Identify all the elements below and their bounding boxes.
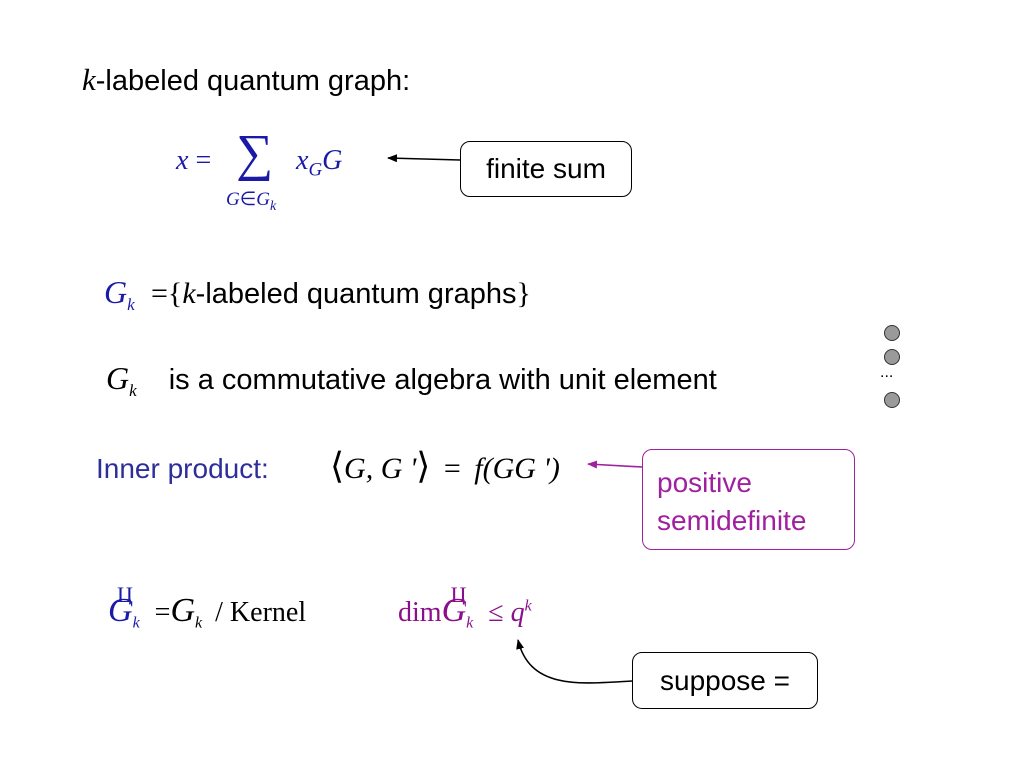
dot-3	[884, 392, 900, 408]
sum-lhs: x	[176, 145, 189, 176]
inner-product-label: Inner product:	[96, 453, 269, 484]
ip-args: G, G '	[344, 452, 417, 485]
suppose-label: suppose =	[660, 665, 790, 696]
gk-alg-sub: k	[129, 380, 137, 400]
ip-rangle: ⟩	[416, 446, 431, 486]
psd-arrow	[587, 460, 643, 469]
sum-coef: x	[296, 145, 309, 176]
gk-def-set: G	[104, 274, 128, 310]
quotient-set2: G	[170, 592, 196, 629]
sum-sub-k: k	[270, 198, 277, 214]
quotient-set-wrap: G Ц	[108, 582, 133, 630]
quotient-formula: G Ц k =Gk / Kernel	[108, 582, 307, 633]
ellipsis: ...	[880, 364, 894, 381]
dim-text: dim	[398, 597, 442, 628]
gk-def-sub: k	[127, 295, 135, 314]
sum-sub-in: ∈	[239, 189, 257, 210]
gk-def-text: -labeled quantum graphs	[195, 278, 517, 310]
sum-coef-sub: G	[308, 159, 323, 181]
quotient-hat: Ц	[117, 582, 133, 607]
heading-text: -labeled quantum graph:	[95, 65, 411, 97]
ip-f: f	[474, 452, 483, 485]
psd-line1: positive	[657, 467, 752, 498]
gk-algebra: Gk is a commutative algebra with unit el…	[106, 360, 717, 401]
dimension-formula: dim G Ц k ≤ qk	[398, 582, 532, 633]
dot-1	[884, 325, 900, 341]
gk-def-open: {	[167, 277, 183, 310]
suppose-callout: suppose =	[632, 652, 818, 709]
quotient-sub: k	[132, 614, 140, 632]
quotient-kernel: / Kernel	[215, 597, 307, 628]
gk-definition: Gk ={k-labeled quantum graphs}	[104, 274, 531, 315]
positive-semidefinite-callout: positive semidefinite	[642, 449, 855, 550]
slide-heading: k-labeled quantum graph:	[82, 62, 410, 98]
gk-def-eq: =	[151, 277, 168, 310]
gk-def-close: }	[516, 277, 531, 310]
dim-set-wrap: G Ц	[441, 582, 467, 630]
gk-def-k: k	[182, 277, 196, 310]
inner-product-formula: ⟨G, G '⟩ = f(GG ')	[330, 445, 560, 487]
sum-sigma: ∑	[236, 125, 274, 182]
suppose-arrow	[516, 639, 633, 684]
finite-sum-arrow	[387, 154, 461, 163]
dot-2	[884, 349, 900, 365]
dim-hat: Ц	[450, 582, 467, 607]
dim-set: G	[441, 592, 467, 629]
sum-term-g: G	[322, 145, 343, 176]
psd-line2: semidefinite	[657, 505, 807, 536]
dim-exp: k	[524, 597, 532, 615]
sum-eq: =	[195, 145, 212, 176]
sum-formula: x =	[176, 145, 211, 177]
gk-alg-text: is a commutative algebra with unit eleme…	[168, 364, 717, 396]
ip-rhs: (GG ')	[482, 452, 560, 485]
psd-text: positive semidefinite	[657, 464, 806, 540]
ip-eq: =	[443, 452, 461, 485]
ip-langle: ⟨	[330, 446, 345, 486]
finite-sum-callout: finite sum	[460, 141, 632, 197]
quotient-sub2: k	[195, 614, 203, 632]
heading-k: k	[82, 62, 96, 97]
dim-leq: ≤	[488, 597, 504, 628]
dim-sub: k	[466, 614, 474, 632]
quotient-set: G	[108, 592, 133, 629]
dim-q: q	[510, 597, 525, 628]
quotient-eq: =	[154, 597, 171, 628]
sum-sub-set: G	[256, 189, 271, 210]
sum-sub-g: G	[226, 189, 240, 210]
sum-term: xGG	[296, 145, 342, 182]
gk-alg-set: G	[106, 360, 130, 396]
finite-sum-label: finite sum	[486, 153, 606, 184]
sum-subscript: G∈Gk	[226, 188, 276, 215]
